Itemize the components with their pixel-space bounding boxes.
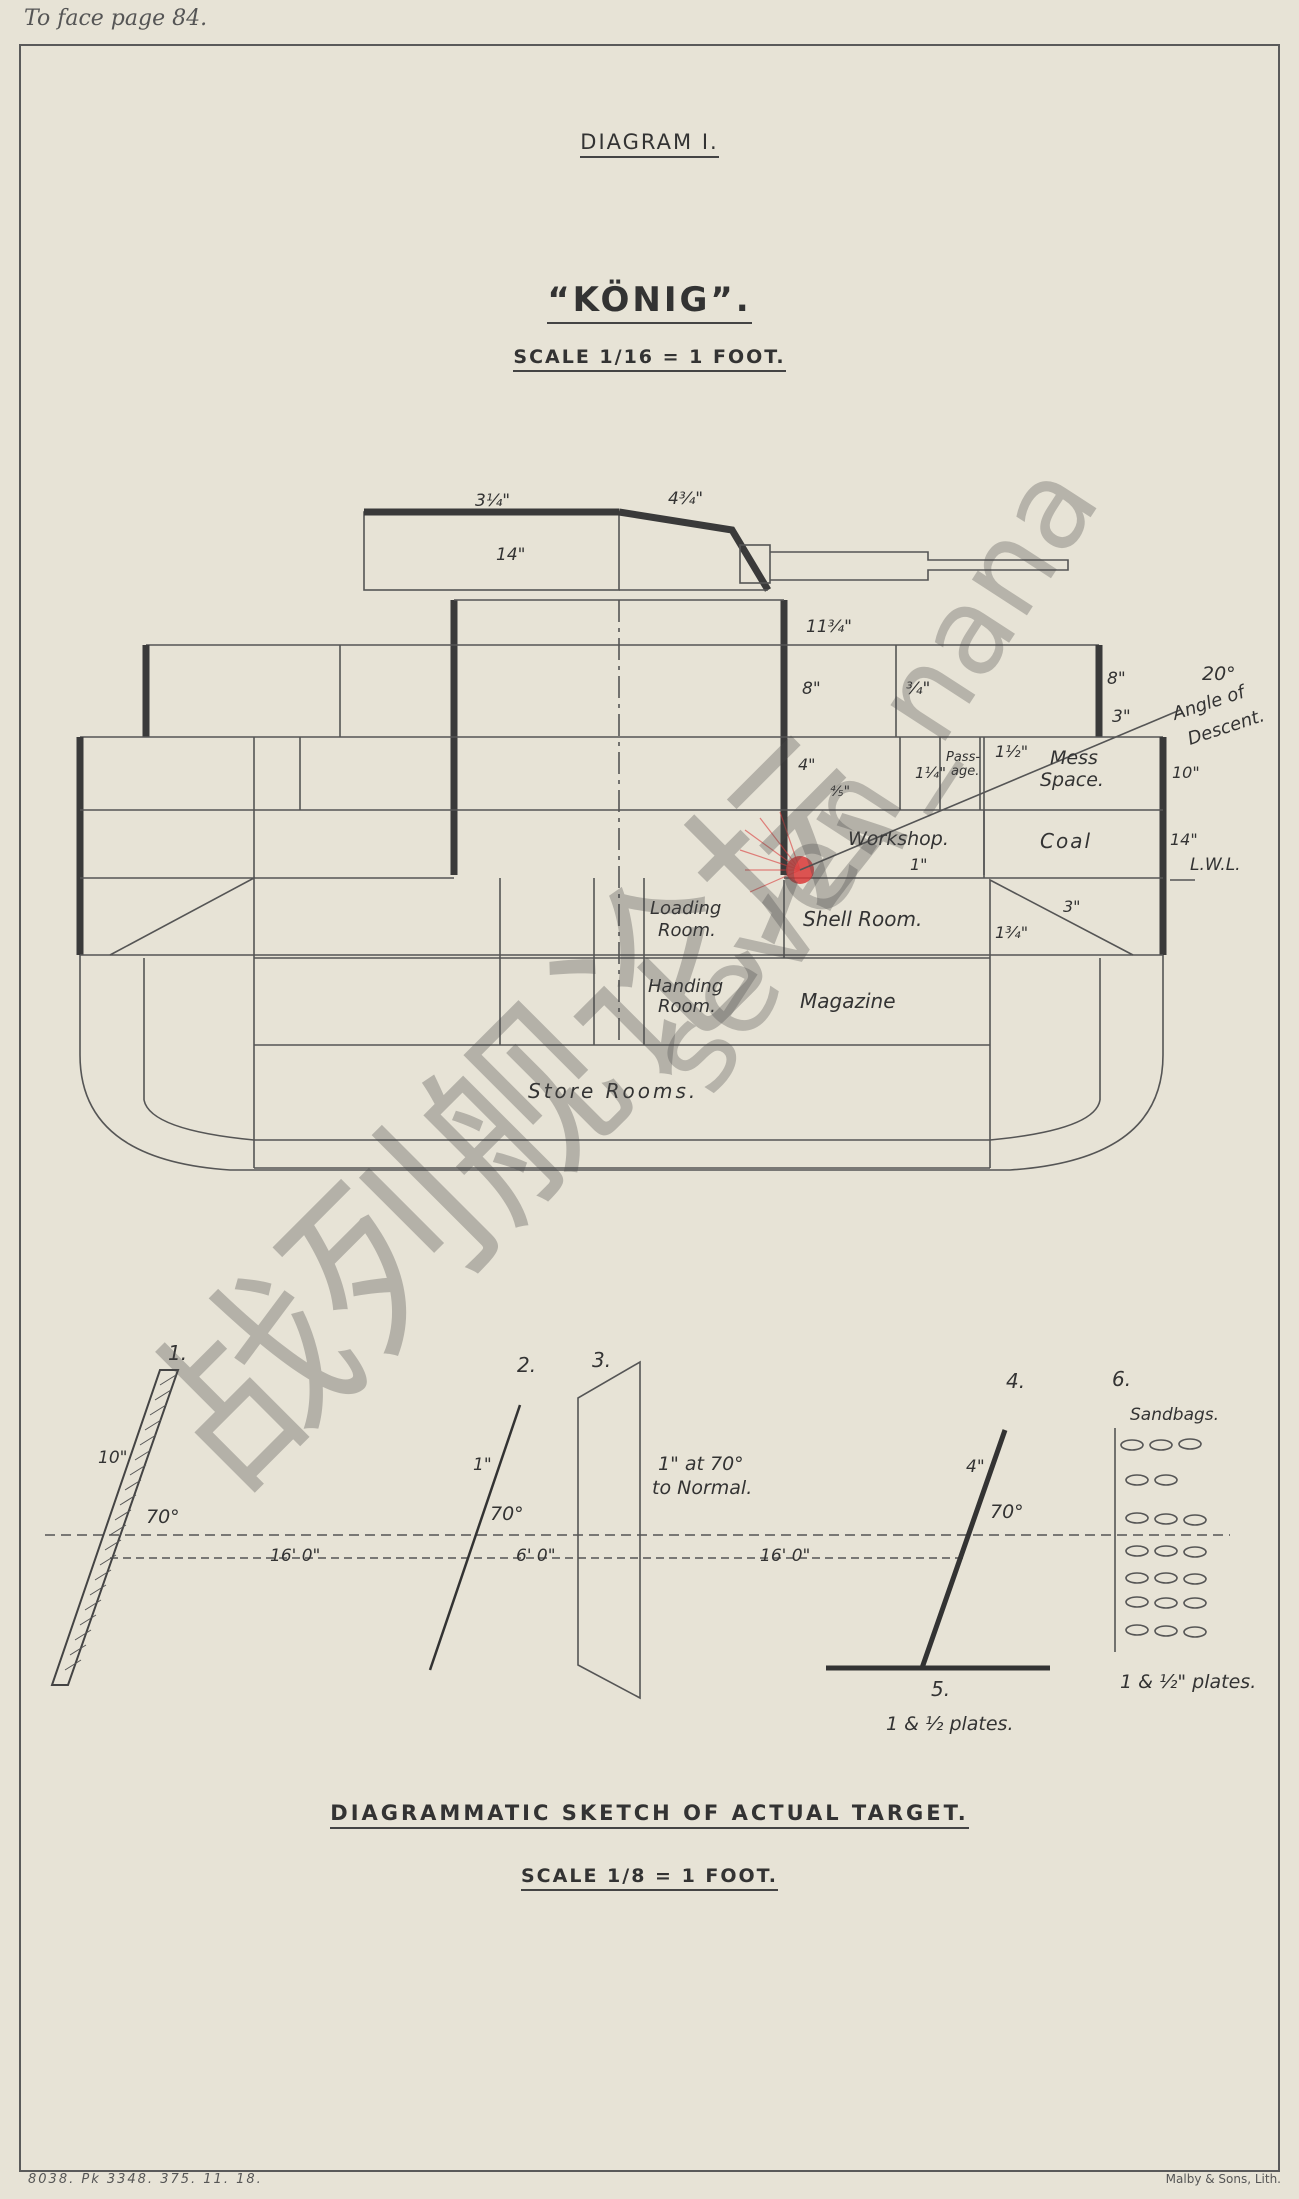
room-coal: Coal <box>1040 829 1092 853</box>
plate-3-note-2: to Normal. <box>652 1477 752 1499</box>
plates-5-label: 1 & ½ plates. <box>886 1713 1014 1735</box>
armor-belt-upper: 10" <box>1172 763 1200 782</box>
scale-top: SCALE 1/16 = 1 FOOT. <box>0 346 1299 372</box>
armor-belt-main: 14" <box>1170 830 1198 849</box>
plate-3-note-1: 1" at 70° <box>658 1453 744 1475</box>
target-number-1: 1. <box>168 1341 187 1365</box>
casemate-deck <box>76 644 1167 955</box>
target-number-5: 5. <box>931 1677 950 1701</box>
room-magazine: Magazine <box>800 989 896 1013</box>
gap-1: 16' 0" <box>270 1546 320 1566</box>
turret <box>363 508 1069 592</box>
target-number-4: 4. <box>1006 1369 1025 1393</box>
room-mess-2: Space. <box>1040 769 1104 791</box>
target-plate-4 <box>919 1429 1008 1669</box>
room-shell: Shell Room. <box>803 907 922 931</box>
hull-lower <box>79 876 1164 1171</box>
target-plate-3 <box>577 1360 641 1700</box>
armor-deck-upper: ¾" <box>906 679 930 699</box>
room-handing-2: Room. <box>658 996 716 1017</box>
printer-credit: Malby & Sons, Lith. <box>1165 2172 1281 2186</box>
mess-area <box>899 737 985 878</box>
plate-4-thickness: 4" <box>966 1457 985 1477</box>
diagram-title: DIAGRAM I. <box>0 130 1299 158</box>
armor-barbette: 11¾" <box>806 617 852 637</box>
armor-upper-deck-side: 3" <box>1112 707 1131 727</box>
armor-slope: 3" <box>1063 897 1081 916</box>
print-reference: 8038. Pk 3348. 375. 11. 18. <box>28 2172 263 2187</box>
armor-casemate: 8" <box>802 679 821 699</box>
plate-2-thickness: 1" <box>473 1455 492 1475</box>
room-passage-2: age. <box>951 764 979 779</box>
armor-deck-workshop: 1" <box>910 855 928 874</box>
waterline-label: L.W.L. <box>1190 855 1241 875</box>
armor-passage-bulkhead-2: 1½" <box>995 742 1028 761</box>
sandbags <box>1120 1438 1207 1638</box>
target-number-3: 3. <box>592 1348 611 1372</box>
room-store: Store Rooms. <box>528 1079 698 1103</box>
scale-bottom: SCALE 1/8 = 1 FOOT. <box>0 1865 1299 1891</box>
sandbags-label: Sandbags. <box>1130 1405 1219 1425</box>
target-plate-2 <box>428 1404 522 1671</box>
room-handing-1: Handing <box>648 976 723 997</box>
target-plate-1 <box>50 1369 180 1686</box>
target-number-6: 6. <box>1112 1367 1131 1391</box>
trajectory-line <box>799 709 1181 871</box>
room-passage-1: Pass- <box>946 750 980 765</box>
room-workshop: Workshop. <box>848 828 949 850</box>
gap-2: 6' 0" <box>516 1546 556 1566</box>
plate-2-angle: 70° <box>490 1503 524 1525</box>
armor-turret-top: 3¼" <box>475 491 510 511</box>
target-number-2: 2. <box>517 1353 536 1377</box>
armor-turret-face: 14" <box>496 545 525 565</box>
room-mess-1: Mess <box>1050 747 1098 769</box>
descent-angle: 20° <box>1202 663 1236 685</box>
plates-6-label: 1 & ½" plates. <box>1120 1671 1256 1693</box>
armor-passage-bulkhead: 1¼" <box>915 764 946 782</box>
room-loading-2: Room. <box>658 920 716 941</box>
armor-torpedo-bulkhead: 1¾" <box>995 923 1028 942</box>
gap-3: 16' 0" <box>760 1546 810 1566</box>
page-frame <box>19 44 1280 2172</box>
page-reference-note: To face page 84. <box>24 6 208 31</box>
armor-inner-small: ⅘" <box>830 784 850 800</box>
plate-4-angle: 70° <box>990 1501 1024 1523</box>
armor-inner-bulkhead: 4" <box>798 755 816 774</box>
plate-1-thickness: 10" <box>98 1448 127 1468</box>
armor-upper-side: 8" <box>1107 669 1126 689</box>
target-sketch <box>45 1360 1230 1700</box>
plate-1-angle: 70° <box>146 1506 180 1528</box>
room-loading-1: Loading <box>650 898 721 919</box>
sketch-title: DIAGRAMMATIC SKETCH OF ACTUAL TARGET. <box>0 1801 1299 1829</box>
armor-turret-roof: 4¾" <box>668 489 703 509</box>
ship-name: “KÖNIG”. <box>0 280 1299 324</box>
